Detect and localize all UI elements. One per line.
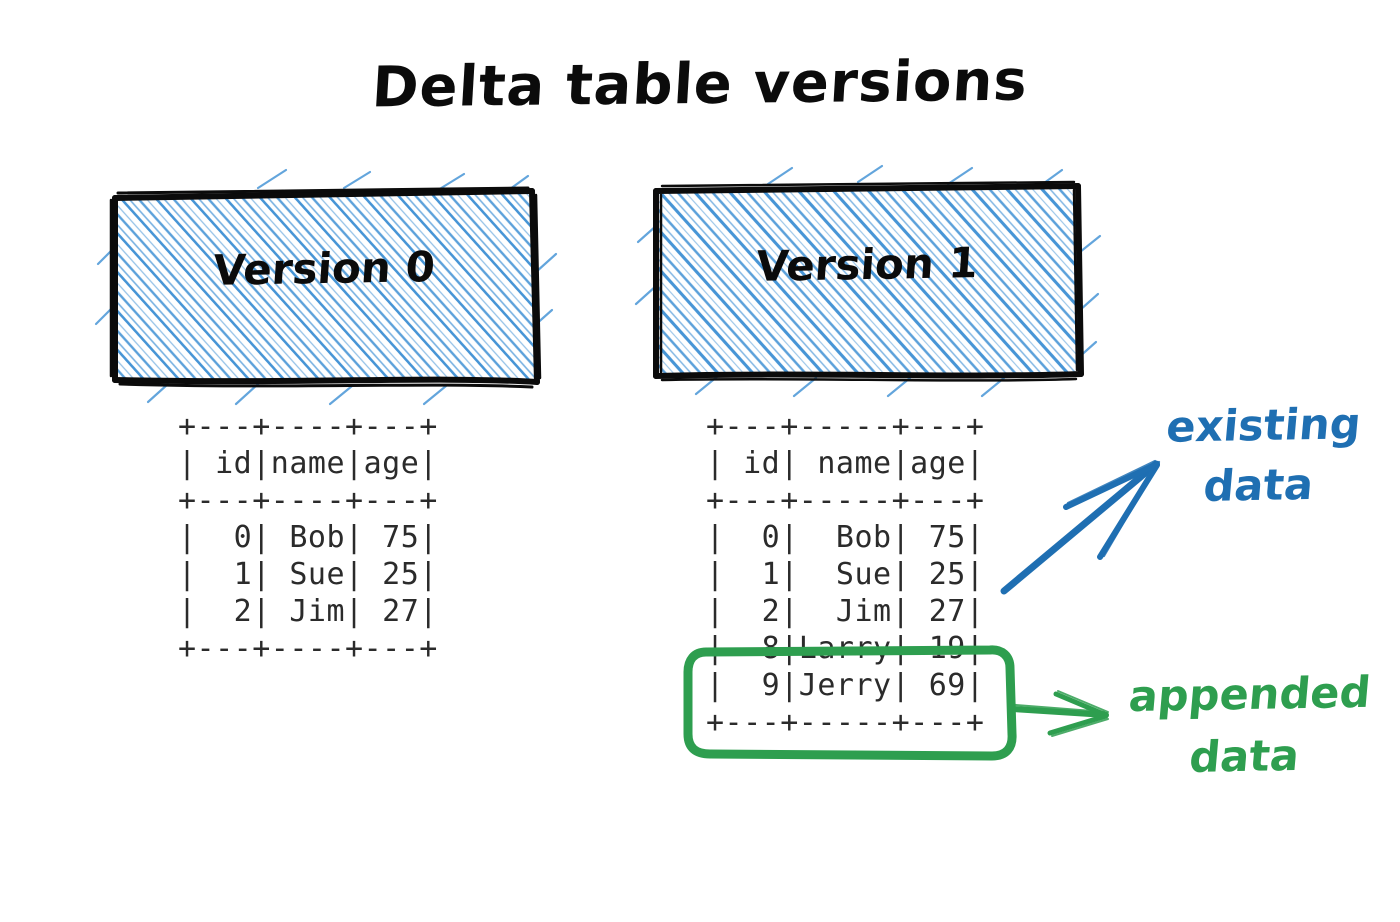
- page-title: Delta table versions: [370, 48, 1030, 121]
- existing-data-line1: existing: [1164, 399, 1363, 453]
- table-row: | 0| Bob| 75|: [706, 520, 985, 555]
- table-v0-border-mid: +---+----+---+: [178, 483, 438, 518]
- table-v0-header-row: | id|name|age|: [178, 446, 438, 481]
- table-row: | 2| Jim| 27|: [178, 594, 438, 629]
- table-row: | 8|Larry| 19|: [706, 631, 985, 666]
- version-0-box-graphic: [94, 168, 558, 406]
- table-v1-border-mid: +---+-----+---+: [706, 483, 985, 518]
- appended-data-line1: appended: [1126, 667, 1373, 723]
- existing-data-label: existing data: [1141, 394, 1382, 518]
- table-row: | 1| Sue| 25|: [178, 557, 438, 592]
- version-1-box: Version 1: [634, 164, 1102, 398]
- table-row: | 0| Bob| 75|: [178, 520, 438, 555]
- table-row: | 1| Sue| 25|: [706, 557, 985, 592]
- appended-data-label: appended data: [1106, 662, 1387, 791]
- table-row: | 2| Jim| 27|: [706, 594, 985, 629]
- table-v1-border-top: +---+-----+---+: [706, 409, 985, 444]
- version-1-box-graphic: [634, 164, 1102, 398]
- existing-data-line2: data: [1201, 460, 1316, 512]
- table-v1-header-row: | id| name|age|: [706, 446, 985, 481]
- table-v0-border-bottom: +---+----+---+: [178, 631, 438, 666]
- appended-data-line2: data: [1187, 731, 1302, 783]
- table-v0-border-top: +---+----+---+: [178, 409, 438, 444]
- appended-data-arrow: [1010, 690, 1109, 737]
- table-row: | 9|Jerry| 69|: [706, 668, 985, 703]
- existing-data-arrow: [1000, 459, 1161, 595]
- version-0-table: +---+----+---+ | id|name|age| +---+----+…: [178, 408, 438, 667]
- table-v1-border-bottom: +---+-----+---+: [706, 705, 985, 740]
- version-1-table: +---+-----+---+ | id| name|age| +---+---…: [706, 408, 984, 741]
- version-0-box: Version 0: [94, 168, 558, 406]
